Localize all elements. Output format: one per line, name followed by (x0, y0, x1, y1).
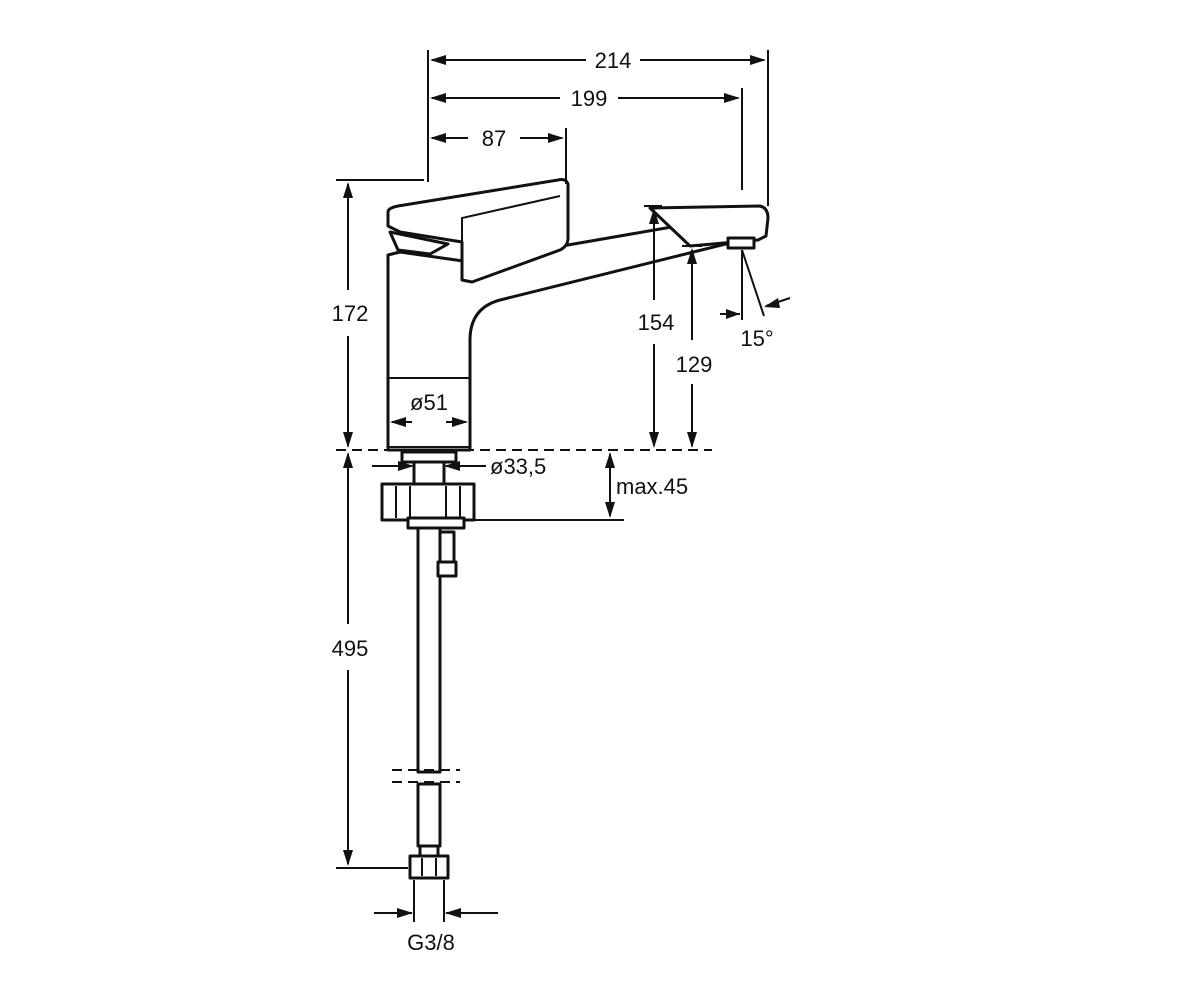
connection-nut (408, 854, 450, 880)
dim-label-199: 199 (571, 86, 608, 111)
arrow-max45-top (605, 452, 615, 468)
hose-secondary-fitting (438, 530, 456, 564)
arrow-154-top (649, 208, 659, 224)
hose-secondary-end (436, 560, 458, 578)
arrow-214-right (750, 55, 766, 65)
lever-inner-line (461, 195, 561, 242)
arrow-495-bottom (343, 850, 353, 866)
arrow-angle-right (764, 298, 780, 308)
arrow-51-right (452, 417, 468, 427)
dim-label-129: 129 (676, 352, 713, 377)
hose-lower (416, 782, 442, 848)
lever-hub (388, 230, 450, 256)
aerator (726, 236, 756, 250)
arrow-max45-bottom (605, 502, 615, 518)
arrow-87-right (548, 133, 564, 143)
spout-tip (648, 204, 770, 248)
dim-label-g38: G3/8 (407, 930, 455, 955)
dim-label-max45: max.45 (616, 474, 688, 499)
dim-label-214: 214 (595, 48, 632, 73)
arrow-87-left (430, 133, 446, 143)
arrow-335-right (444, 461, 460, 471)
arrow-51-left (390, 417, 406, 427)
arrow-g38-right (445, 908, 461, 918)
arrow-214-left (430, 55, 446, 65)
dim-label-angle: 15° (740, 326, 773, 351)
arrow-199-left (430, 93, 446, 103)
dim-label-335: ø33,5 (490, 454, 546, 479)
arrow-495-top (343, 452, 353, 468)
dim-label-495: 495 (332, 636, 369, 661)
arrow-335-left (398, 461, 414, 471)
dim-label-154: 154 (638, 310, 675, 335)
dim-label-51: ø51 (410, 390, 448, 415)
hose-main (416, 526, 442, 774)
arrow-129-top (687, 248, 697, 264)
threaded-rod-upper (412, 460, 446, 486)
dim-label-87: 87 (482, 126, 506, 151)
arrow-angle-left (726, 309, 740, 319)
angle-ref-slanted (741, 249, 765, 317)
arrow-172-bottom (343, 432, 353, 448)
dim-label-172: 172 (332, 301, 369, 326)
arrow-172-top (343, 182, 353, 198)
arrow-129-bottom (687, 432, 697, 448)
arrow-g38-left (397, 908, 413, 918)
arrow-154-bottom (649, 432, 659, 448)
arrow-199-right (724, 93, 740, 103)
